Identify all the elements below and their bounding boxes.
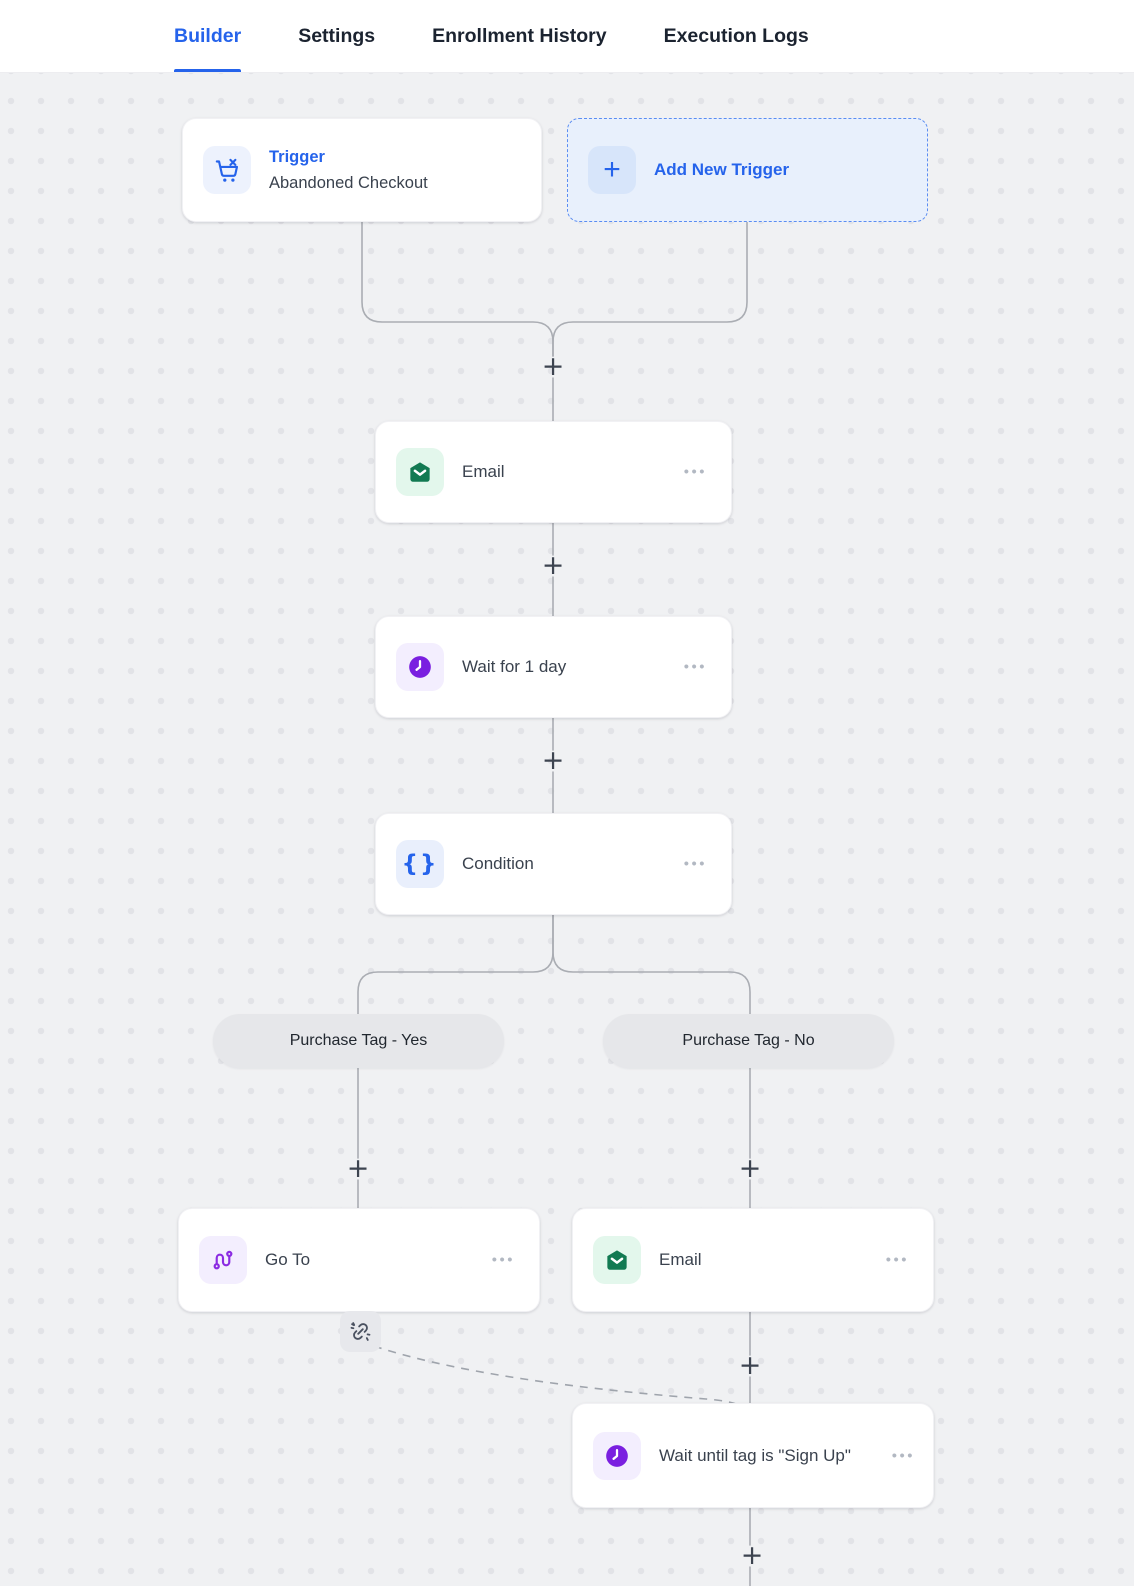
braces-icon: {} — [396, 840, 444, 888]
node-menu-button[interactable]: ••• — [888, 1445, 919, 1466]
add-step-button[interactable]: + — [738, 1350, 762, 1381]
node-label: Wait until tag is "Sign Up" — [659, 1445, 851, 1465]
tab-enrollment-history[interactable]: Enrollment History — [432, 0, 606, 72]
node-label: Wait for 1 day — [462, 657, 567, 676]
node-email-1[interactable]: Email ••• — [375, 421, 732, 523]
add-step-button[interactable]: + — [346, 1153, 370, 1184]
add-trigger-label: Add New Trigger — [654, 160, 790, 179]
node-trigger[interactable]: Trigger Abandoned Checkout — [182, 118, 542, 222]
clock-icon — [593, 1431, 641, 1480]
unlink-badge[interactable] — [340, 1311, 381, 1352]
node-label: Email — [659, 1250, 702, 1269]
node-label: Go To — [265, 1250, 311, 1269]
node-add-trigger[interactable]: + Add New Trigger — [567, 118, 928, 222]
node-wait-1[interactable]: Wait for 1 day ••• — [375, 616, 732, 718]
node-label: Email — [462, 462, 505, 481]
top-nav: Builder Settings Enrollment History Exec… — [0, 0, 1134, 73]
node-wait-until[interactable]: Wait until tag is "Sign Up" ••• — [572, 1403, 934, 1508]
tab-execution-logs[interactable]: Execution Logs — [664, 0, 809, 72]
node-menu-button[interactable]: ••• — [882, 1250, 913, 1271]
node-label: Condition — [462, 854, 534, 873]
node-menu-button[interactable]: ••• — [680, 462, 711, 483]
add-step-button[interactable]: + — [740, 1540, 764, 1571]
node-go-to[interactable]: Go To ••• — [178, 1208, 540, 1312]
add-step-button[interactable]: + — [541, 550, 565, 581]
node-email-2[interactable]: Email ••• — [572, 1208, 934, 1312]
add-step-button[interactable]: + — [738, 1153, 762, 1184]
trigger-title: Trigger — [269, 148, 325, 166]
node-menu-button[interactable]: ••• — [680, 657, 711, 678]
branch-label-yes: Purchase Tag - Yes — [213, 1014, 504, 1068]
node-menu-button[interactable]: ••• — [680, 854, 711, 875]
add-step-button[interactable]: + — [541, 745, 565, 776]
open-mail-icon — [396, 448, 444, 496]
add-step-button[interactable]: + — [541, 351, 565, 382]
abandoned-cart-icon — [203, 146, 251, 194]
node-condition[interactable]: {} Condition ••• — [375, 813, 732, 915]
plus-icon: + — [588, 146, 636, 194]
branch-label-no: Purchase Tag - No — [603, 1014, 894, 1068]
tab-builder[interactable]: Builder — [174, 0, 242, 72]
clock-icon — [396, 643, 444, 691]
tab-settings[interactable]: Settings — [298, 0, 375, 72]
trigger-subtitle: Abandoned Checkout — [269, 174, 428, 192]
open-mail-icon — [593, 1236, 641, 1284]
route-icon — [199, 1236, 247, 1284]
node-menu-button[interactable]: ••• — [488, 1250, 519, 1271]
unlink-icon — [349, 1320, 372, 1343]
